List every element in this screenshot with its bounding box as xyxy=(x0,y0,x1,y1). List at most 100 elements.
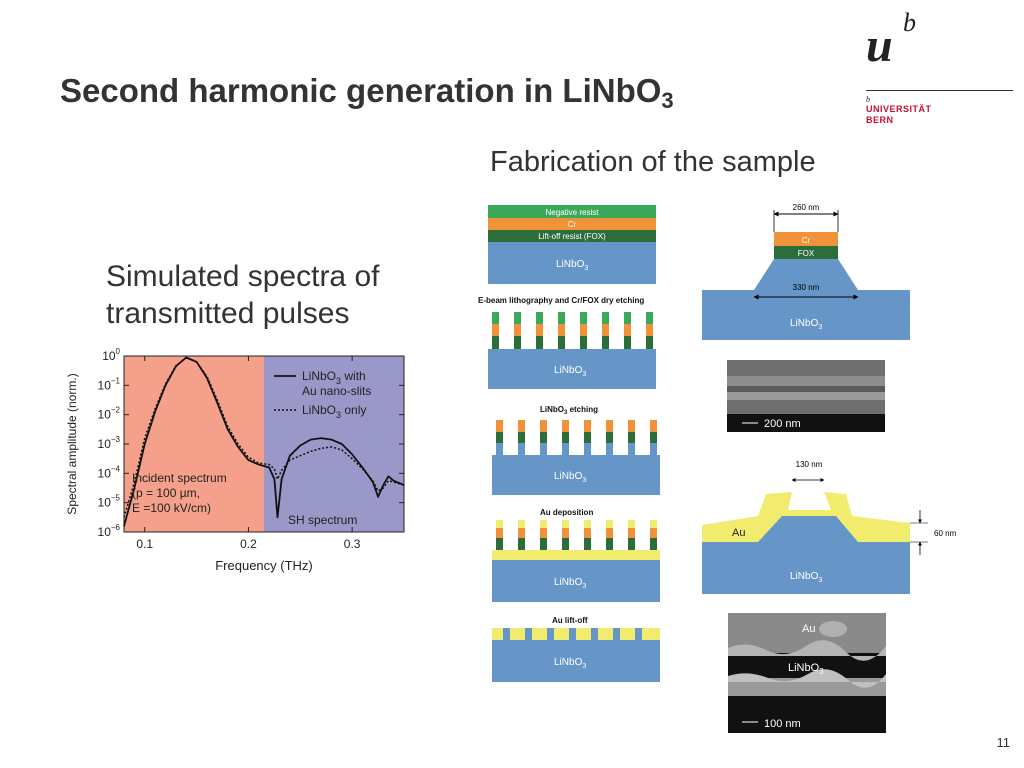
sh-spectrum-label: SH spectrum xyxy=(288,513,357,527)
x-axis-label: Frequency (THz) xyxy=(215,558,313,573)
series-line-solid xyxy=(123,356,405,527)
y-tick-label: 10−5 xyxy=(98,494,121,510)
fox-pillar xyxy=(518,538,525,550)
sem-particle xyxy=(819,621,847,637)
slit xyxy=(635,628,642,640)
substrate-label: LiNbO3 xyxy=(556,259,588,272)
slit xyxy=(525,628,532,640)
etched-ridge xyxy=(584,443,591,455)
fox-cap-label: FOX xyxy=(798,249,815,258)
legend-label: LiNbO3 with xyxy=(302,369,366,386)
gold-cap xyxy=(540,520,547,528)
resist-pillar xyxy=(558,312,565,324)
etched-ridge xyxy=(628,443,635,455)
etched-ridge xyxy=(754,259,858,290)
step4-label: Au deposition xyxy=(540,508,593,517)
fox-pillar xyxy=(646,336,653,349)
cr-pillar xyxy=(580,324,587,336)
fox-pillar xyxy=(540,538,547,550)
resist-pillar xyxy=(624,312,631,324)
fox-layer xyxy=(488,230,656,242)
resist-pillar xyxy=(492,312,499,324)
y-tick-label: 10−2 xyxy=(98,406,121,422)
logo-divider xyxy=(866,90,1013,91)
gold-cap xyxy=(628,520,635,528)
sem-band xyxy=(727,376,885,386)
gold-cap xyxy=(584,520,591,528)
sem-gold-region xyxy=(728,678,886,696)
fox-pillar xyxy=(584,538,591,550)
gold-cap xyxy=(650,520,657,528)
sem-edge xyxy=(728,640,886,661)
resist-pillar xyxy=(580,312,587,324)
y-tick-label: 100 xyxy=(102,348,120,363)
fox-pillar xyxy=(496,432,503,443)
sem1-scale-label: 200 nm xyxy=(764,418,801,430)
y-tick-label: 10−1 xyxy=(98,376,121,392)
fox-pillar xyxy=(558,336,565,349)
substrate-label: LiNbO3 xyxy=(554,365,586,378)
cr-pillar xyxy=(540,420,547,432)
slit xyxy=(503,628,510,640)
x-tick-label: 0.2 xyxy=(240,537,257,551)
fox-pillar xyxy=(562,538,569,550)
fox-cap xyxy=(774,246,838,259)
substrate xyxy=(702,516,910,594)
cross-section-etched: 260 nm Cr FOX 330 nm LiNbO3 xyxy=(702,203,910,340)
cr-pillar xyxy=(624,324,631,336)
y-tick-label: 10−6 xyxy=(98,523,121,539)
cr-pillar xyxy=(584,528,591,538)
cross-section-gold: 130 nm Au LiNbO3 60 nm xyxy=(702,460,957,594)
gold-cap xyxy=(496,520,503,528)
cr-pillar xyxy=(650,420,657,432)
substrate xyxy=(488,349,656,389)
slit xyxy=(547,628,554,640)
cr-pillar xyxy=(606,420,613,432)
sem-scalebar-strip xyxy=(728,712,886,733)
fox-pillar xyxy=(624,336,631,349)
cr-pillar xyxy=(558,324,565,336)
gold-cap xyxy=(518,520,525,528)
cr-pillar xyxy=(536,324,543,336)
etched-ridge xyxy=(496,443,503,455)
sem-scalebar-strip xyxy=(727,414,885,432)
fabrication-heading: Fabrication of the sample xyxy=(490,146,816,178)
sem-image-gold: Au LiNbO3 100 nm xyxy=(728,613,886,733)
slide-title: Second harmonic generation in LiNbO3 xyxy=(60,72,674,113)
cr-pillar xyxy=(628,420,635,432)
bottom-width-label: 330 nm xyxy=(793,283,820,292)
fox-pillar xyxy=(518,432,525,443)
resist-pillar xyxy=(514,312,521,324)
fab-step3 xyxy=(496,420,657,455)
cr-pillar xyxy=(650,528,657,538)
fox-pillar xyxy=(628,432,635,443)
fox-pillar xyxy=(650,538,657,550)
cr-pillar xyxy=(518,528,525,538)
negative-resist-label: Negative resist xyxy=(546,208,600,217)
step3-label: LiNbO3 etching xyxy=(540,405,598,416)
series-line-dotted xyxy=(123,356,405,518)
sem2-substrate-label: LiNbO3 xyxy=(788,662,824,676)
sem-edge xyxy=(728,669,886,688)
fab-step2 xyxy=(492,312,653,349)
fox-label: Lift-off resist (FOX) xyxy=(538,232,606,241)
etched-ridge xyxy=(650,443,657,455)
cr-pillar xyxy=(540,528,547,538)
substrate-label: LiNbO3 xyxy=(554,577,586,590)
substrate-label: LiNbO3 xyxy=(790,318,822,331)
substrate-label: LiNbO3 xyxy=(790,571,822,584)
cr-pillar xyxy=(496,528,503,538)
step5-label: Au lift-off xyxy=(552,616,588,625)
sem-band xyxy=(727,386,885,392)
slit xyxy=(613,628,620,640)
page-number: 11 xyxy=(996,735,1011,750)
fox-pillar xyxy=(606,432,613,443)
fox-pillar xyxy=(602,336,609,349)
slit xyxy=(591,628,598,640)
sem2-au-label: Au xyxy=(802,623,815,635)
gold-cap xyxy=(562,520,569,528)
logo-small-b: b xyxy=(866,95,870,104)
cr-pillar xyxy=(628,528,635,538)
